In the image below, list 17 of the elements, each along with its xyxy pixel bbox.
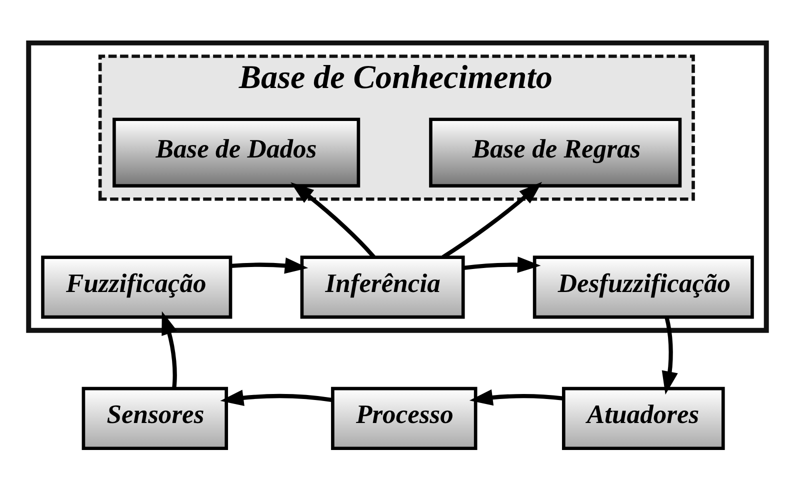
cluster (26, 40, 769, 333)
node-box: Base de Regras (429, 118, 682, 188)
node-box: Processo (331, 386, 478, 450)
arrow (442, 182, 542, 259)
arrow (662, 316, 678, 395)
arrow (463, 256, 541, 273)
node-box: Sensores (82, 386, 228, 450)
arrow (290, 182, 376, 259)
arrow (469, 389, 564, 406)
node-box: Desfuzzificação (532, 256, 754, 319)
arrow (220, 390, 333, 406)
node-box: Inferência (300, 256, 465, 319)
node-box: Atuadores (562, 386, 725, 450)
node-box: Fuzzificação (41, 256, 232, 319)
arrow (230, 258, 308, 274)
node-box: Base de Dados (112, 118, 360, 188)
arrow (162, 311, 178, 389)
